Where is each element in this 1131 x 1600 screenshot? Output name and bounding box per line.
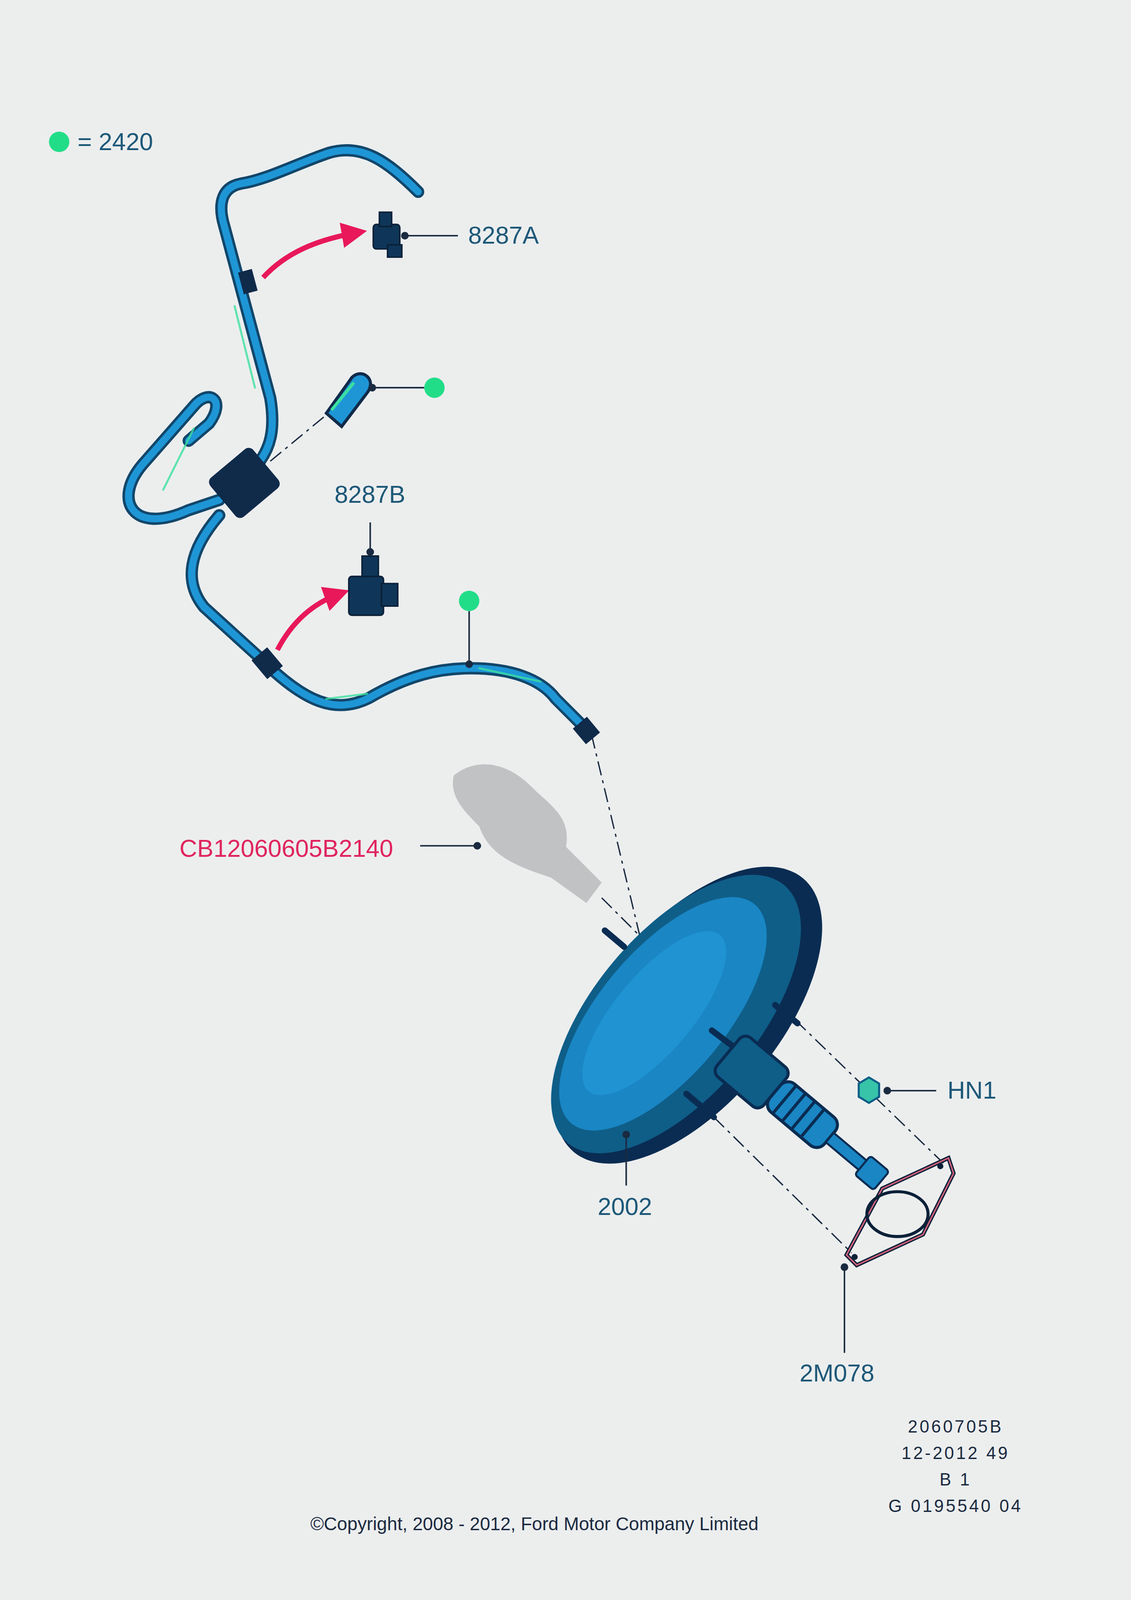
part-number: HN1: [947, 1078, 997, 1103]
drawing-code: G 0195540 04: [888, 1496, 1023, 1515]
reference-number: CB12060605B2140: [179, 836, 394, 862]
legend-text: = 2420: [77, 129, 154, 155]
code-dot: [458, 590, 480, 612]
legend-swatch: [48, 131, 70, 152]
part-number: 2M078: [799, 1360, 875, 1386]
drawing-code: 12-2012 49: [901, 1443, 1010, 1461]
drawing-code: 2060705B: [907, 1416, 1004, 1435]
code-dot: [424, 377, 445, 398]
drawing-code: B 1: [939, 1470, 972, 1488]
part-number: 8287A: [467, 223, 539, 249]
part-number: 8287B: [334, 482, 406, 508]
part-number: 2002: [597, 1194, 652, 1220]
copyright-note: ©Copyright, 2008 - 2012, Ford Motor Comp…: [310, 1514, 759, 1533]
